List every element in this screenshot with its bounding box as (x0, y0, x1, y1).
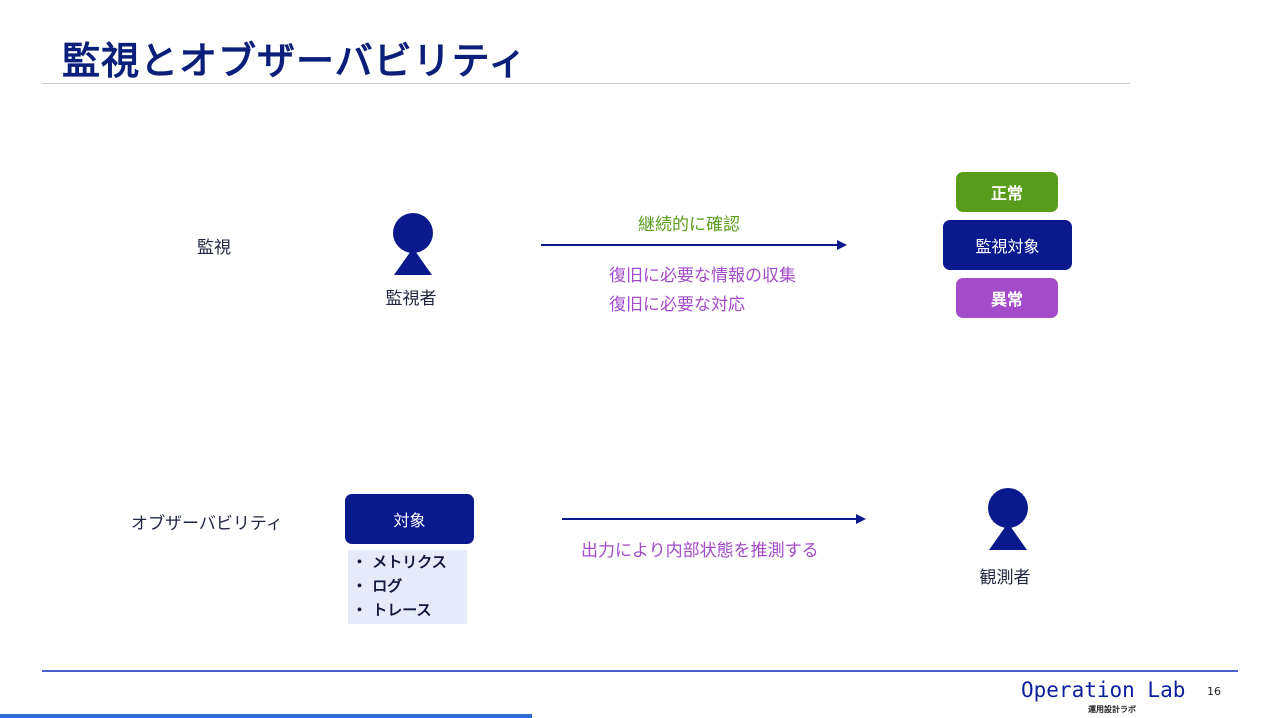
person-head-shape (393, 213, 433, 253)
observability-target-box: 対象 (345, 494, 474, 544)
observability-actor-label: 観測者 (979, 568, 1031, 588)
observability-arrow-label: 出力により内部状態を推測する (581, 541, 819, 561)
logo: Operation Lab (1021, 678, 1186, 702)
page-title: 監視とオブザーバビリティ (62, 39, 528, 83)
arrow-right-icon (541, 240, 847, 250)
signal-list: ・ メトリクス ・ ログ ・ トレース (348, 550, 467, 624)
person-body-shape (394, 248, 432, 275)
person-icon (988, 488, 1028, 550)
bottom-accent-bar (0, 714, 532, 718)
status-abnormal-badge: 異常 (956, 278, 1058, 318)
person-head-shape (988, 488, 1028, 528)
signal-item-traces: ・ トレース (352, 601, 432, 619)
footer-divider (42, 670, 1238, 672)
person-icon (393, 213, 433, 275)
page-number: 16 (1207, 685, 1221, 698)
monitoring-action-respond: 復旧に必要な対応 (609, 295, 745, 315)
person-body-shape (989, 523, 1027, 550)
monitoring-target-box: 監視対象 (943, 220, 1072, 270)
arrow-right-icon (562, 514, 866, 524)
logo-subtitle: 運用設計ラボ (1088, 705, 1136, 714)
monitoring-label: 監視 (197, 238, 231, 258)
signal-item-logs: ・ ログ (352, 577, 403, 595)
signal-item-metrics: ・ メトリクス (352, 553, 447, 571)
monitoring-action-collect: 復旧に必要な情報の収集 (609, 266, 796, 286)
observability-label: オブザーバビリティ (131, 514, 283, 534)
status-normal-badge: 正常 (956, 172, 1058, 212)
title-divider (42, 83, 1130, 84)
monitoring-arrow-label: 継続的に確認 (638, 215, 740, 235)
monitoring-actor-label: 監視者 (385, 289, 437, 309)
